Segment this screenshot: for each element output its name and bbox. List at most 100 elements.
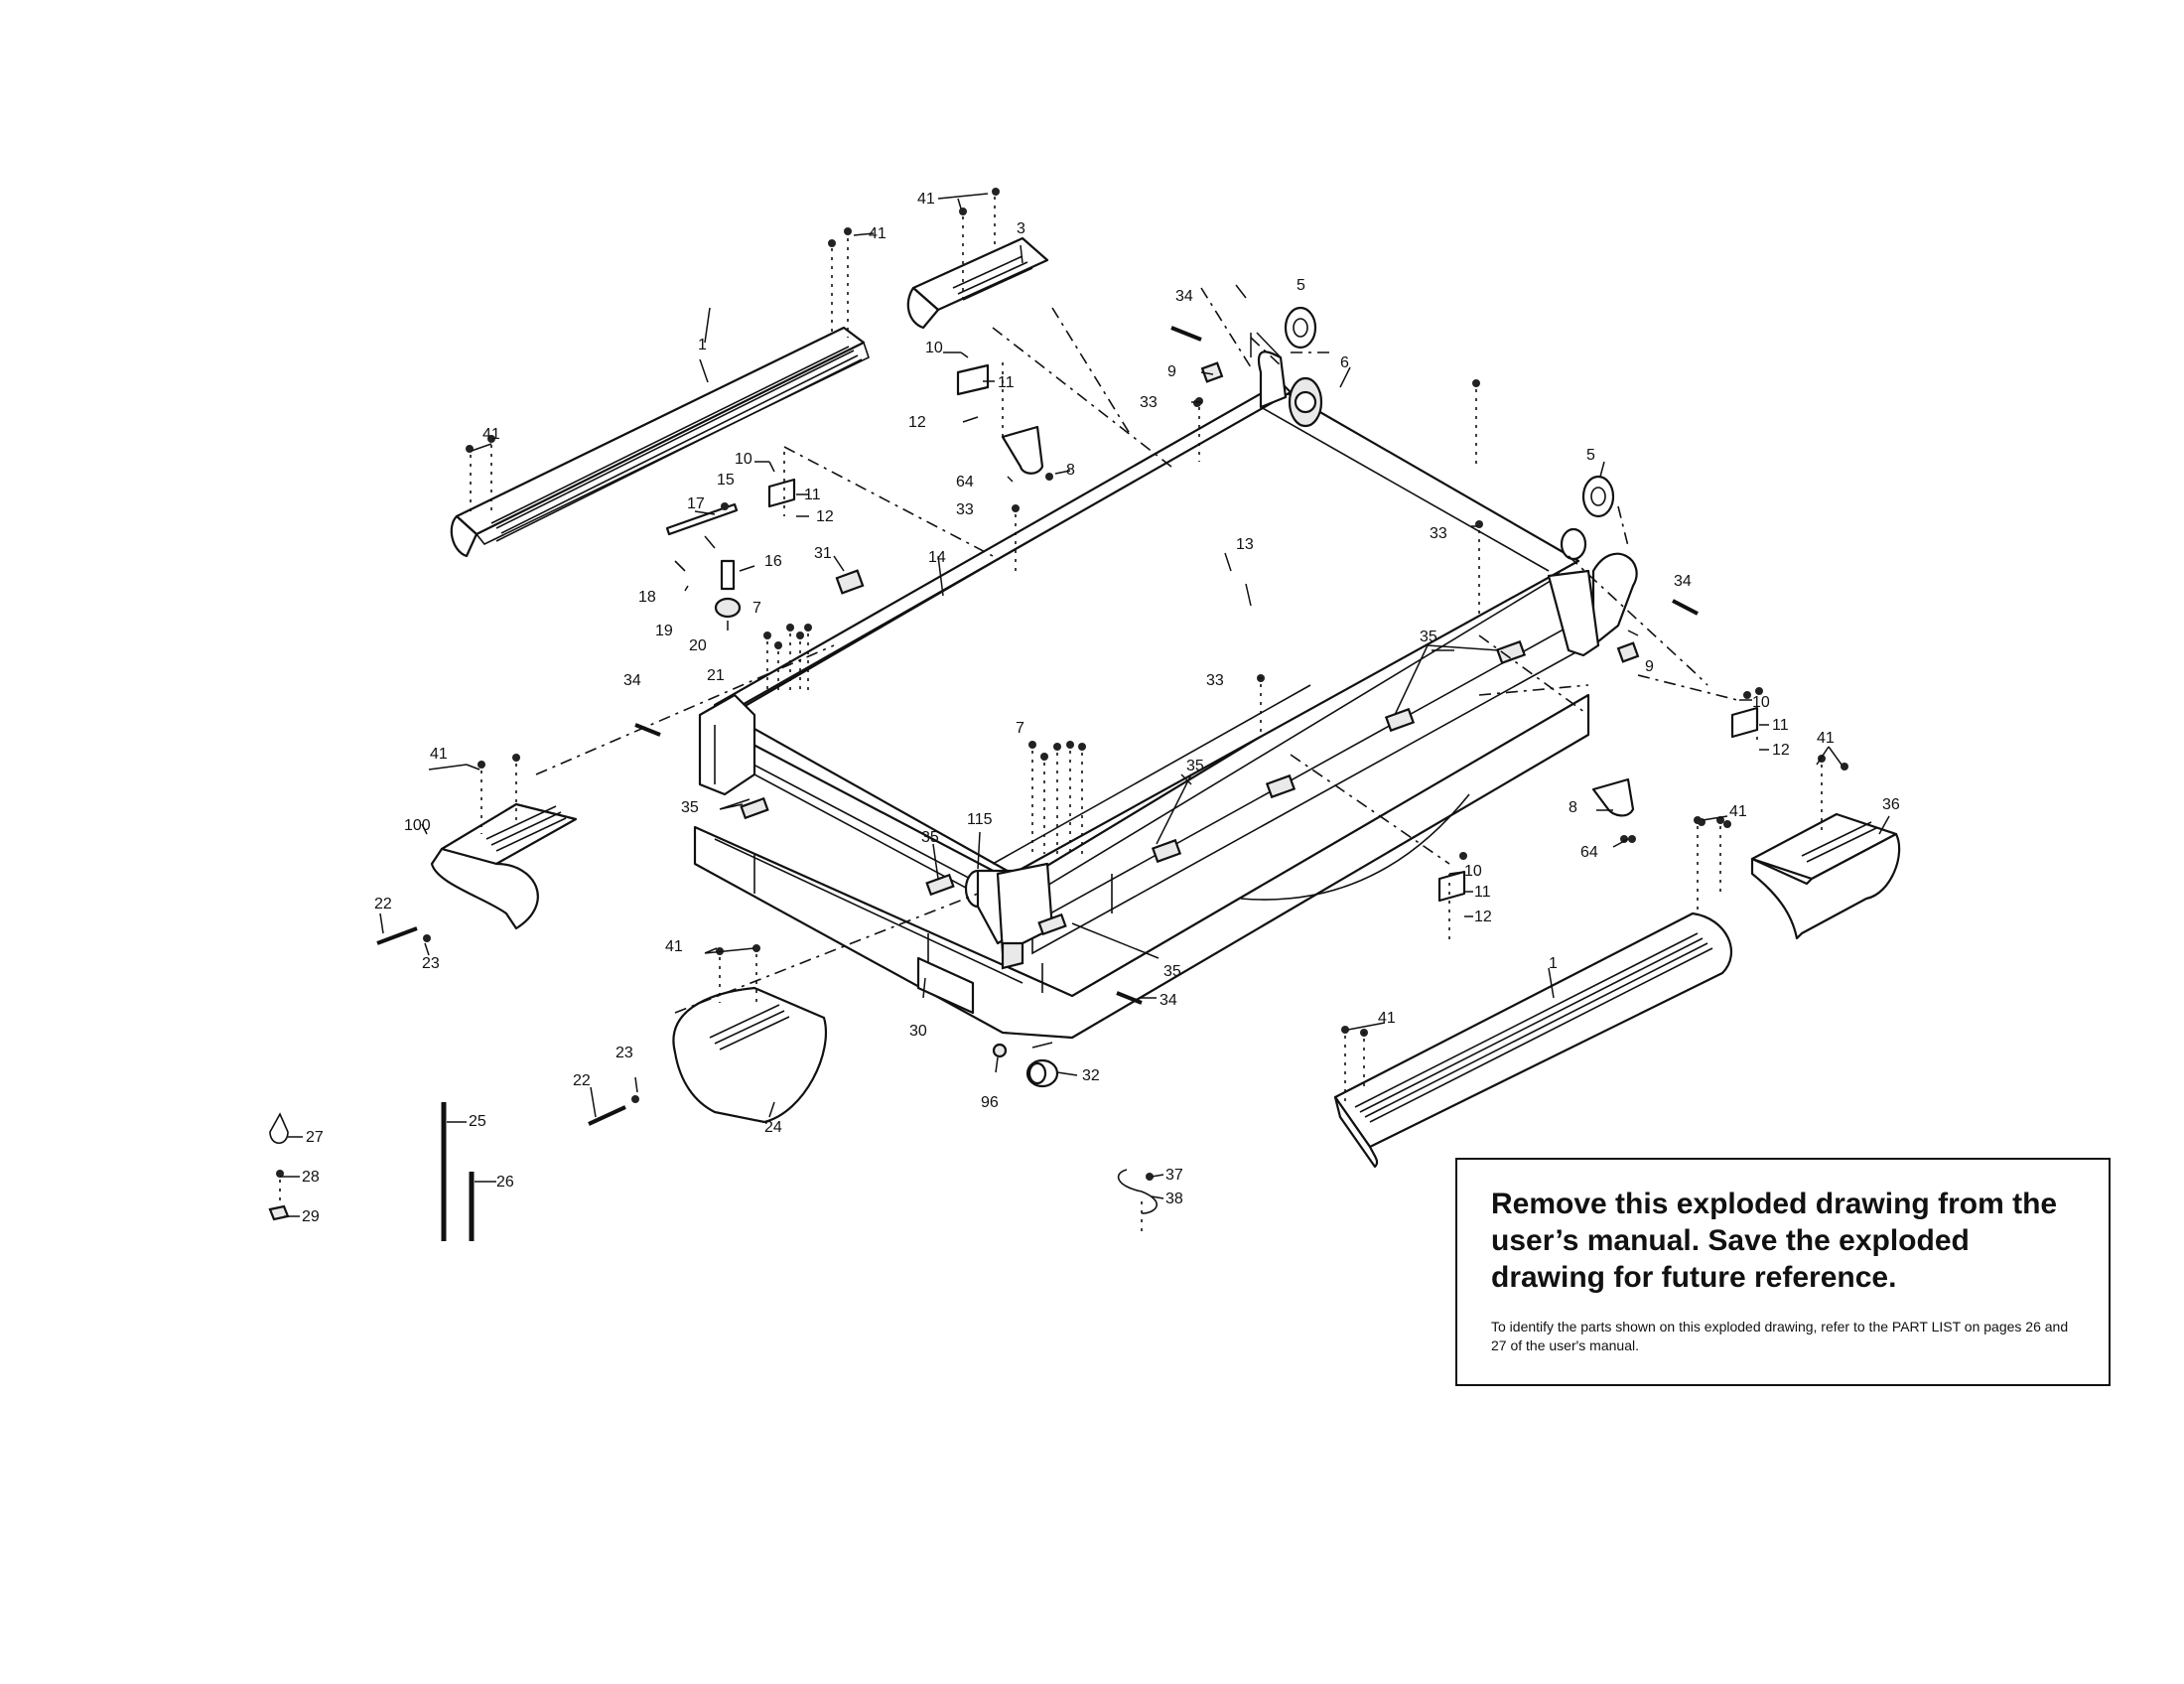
bolts [376,326,1699,1126]
callout-33-right: 33 [1430,525,1447,542]
callout-33-mid-left: 33 [956,501,974,518]
callout-10-top: 10 [925,340,943,356]
callout-26: 26 [496,1174,514,1191]
note-heading: Remove this exploded drawing from the us… [1491,1188,2058,1294]
callout-11-top: 11 [998,374,1015,391]
callout-9-top: 9 [1167,363,1176,380]
callout-24: 24 [764,1119,782,1136]
callout-7-right: 7 [1016,720,1024,737]
callout-38: 38 [1165,1191,1183,1207]
side-rail-cover-left [450,326,870,558]
clips-10-11-12 [767,363,1759,903]
callout-32: 32 [1082,1067,1100,1084]
callout-15: 15 [717,472,735,489]
callout-1-right-rail: 1 [1549,955,1558,972]
callout-30: 30 [909,1023,927,1040]
callout-12-right: 12 [1772,742,1790,759]
callout-10-bottom: 10 [1464,863,1482,880]
callout-28: 28 [302,1169,320,1186]
callout-23-left: 23 [422,955,440,972]
callouts: 41 41 1 3 34 5 9 6 33 10 11 12 8 64 33 4… [302,191,1900,1225]
callout-11-left: 11 [804,487,821,503]
callout-41-right-bottom: 41 [1378,1010,1396,1027]
callout-6: 6 [1340,354,1349,371]
callout-23-right: 23 [615,1045,633,1061]
callout-5-top: 5 [1297,277,1305,294]
leader-lines [280,193,1890,1217]
callout-34-rear: 34 [1175,288,1193,305]
callout-7-left: 7 [752,600,761,617]
callout-41-rear-cap: 41 [917,191,935,208]
callout-3: 3 [1017,220,1025,237]
callout-36: 36 [1882,796,1900,813]
callout-20: 20 [689,637,707,654]
side-rail-cover-right [1333,912,1732,1169]
callout-115: 115 [967,811,993,828]
callout-8-right: 8 [1569,799,1577,816]
callout-16: 16 [764,553,782,570]
callout-18: 18 [638,589,656,606]
callout-10-left: 10 [735,451,752,468]
callout-33-bottom: 33 [1206,672,1224,689]
callout-21: 21 [707,667,725,684]
callout-27: 27 [306,1129,324,1146]
callout-34-left: 34 [623,672,641,689]
rear-endcap-36 [1750,812,1901,940]
callout-96: 96 [981,1094,999,1111]
callout-5-right: 5 [1586,447,1595,464]
rods-25-26 [441,1102,475,1241]
wire-37-38 [1117,1169,1158,1214]
callout-12-left: 12 [816,508,834,525]
callout-19: 19 [655,623,673,639]
callout-41-top-left: 41 [869,225,887,242]
callout-17: 17 [687,495,705,512]
callout-22-left: 22 [374,896,392,912]
wheel-32 [992,1043,1059,1088]
callout-41-left-rail: 41 [482,426,500,443]
front-hood-100 [430,802,578,930]
bearing-5-right [1581,475,1615,518]
callout-10-right: 10 [1752,694,1770,711]
callout-35-front: 35 [921,829,939,846]
callout-1-left-rail: 1 [698,337,707,353]
callout-11-right: 11 [1772,717,1789,734]
callout-31: 31 [814,545,832,562]
bearing-5-top [1284,306,1317,350]
callout-64-right: 64 [1580,844,1598,861]
instruction-note: Remove this exploded drawing from the us… [1455,1158,2111,1386]
callout-41-hood-100: 41 [430,746,448,763]
callout-29: 29 [302,1208,320,1225]
rear-endcap [906,236,1049,330]
callout-33-top: 33 [1140,394,1158,411]
callout-13: 13 [1236,536,1254,553]
callout-37: 37 [1165,1167,1183,1184]
callout-100: 100 [404,817,431,834]
callout-41-hood-24: 41 [665,938,683,955]
callout-35-left: 35 [681,799,699,816]
callout-34-bottom: 34 [1160,992,1177,1009]
leveler-parts [665,502,742,619]
callout-41-right-cap: 41 [1817,730,1835,747]
front-roller [964,862,1054,970]
front-hood-24 [672,986,827,1124]
assembly-lines [279,197,1823,1231]
callout-12-top: 12 [908,414,926,431]
callout-35-top-right: 35 [1420,629,1437,645]
frame-base [693,693,1590,1040]
callout-9-right: 9 [1645,658,1654,675]
callout-8-top: 8 [1066,462,1075,479]
callout-41-right-rail: 41 [1729,803,1747,820]
tape-pads [740,361,1640,936]
callout-25: 25 [469,1113,486,1130]
small-hardware [268,1112,290,1221]
callout-35-mid: 35 [1186,758,1204,774]
callout-11-bottom: 11 [1474,884,1491,901]
callout-64-top: 64 [956,474,974,491]
callout-35-bottom: 35 [1163,963,1181,980]
callout-34-right: 34 [1674,573,1692,590]
callout-12-bottom: 12 [1474,909,1492,925]
callout-14: 14 [928,549,946,566]
callout-22-right: 22 [573,1072,591,1089]
